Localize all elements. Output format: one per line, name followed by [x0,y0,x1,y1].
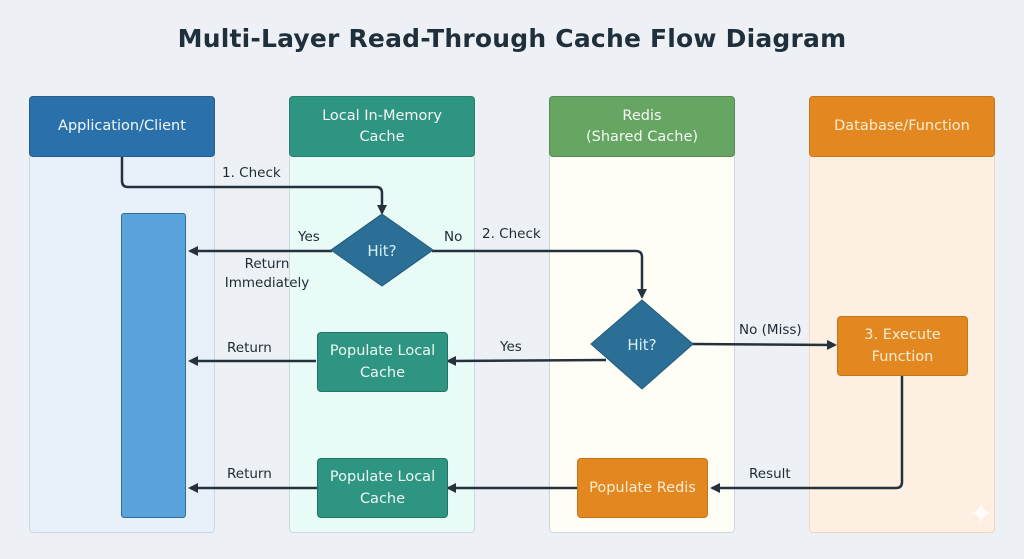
decision-local-hit [330,213,434,287]
diagram-title: Multi-Layer Read-Through Cache Flow Diag… [177,24,847,53]
arrow-result [710,376,904,493]
decision-redis-hit [590,299,694,390]
label-return-2: Return [227,466,272,482]
label-return-immediately: Return Immediately [224,256,310,291]
label-result: Result [749,466,791,482]
arrow-check-2 [432,249,647,299]
label-redis-yes: Yes [500,339,522,355]
lane-header-local-cache: Local In-Memory Cache [289,96,475,157]
label-return-1: Return [227,340,272,356]
lane-header-application-client: Application/Client [29,96,215,157]
label-check-2: 2. Check [482,226,541,242]
label-check-1: 1. Check [222,165,281,181]
arrow-redis-yes [446,355,607,366]
box-populate-local-cache-1: Populate Local Cache [317,332,448,392]
box-populate-local-cache-2: Populate Local Cache [317,458,448,518]
client-activation-bar [121,213,186,518]
lane-header-redis: Redis (Shared Cache) [549,96,735,157]
label-local-yes: Yes [298,229,320,245]
lane-header-database-function: Database/Function [809,96,995,157]
decision-local-hit-label: Hit? [367,242,396,260]
box-populate-redis: Populate Redis [577,458,708,518]
decision-redis-hit-label: Hit? [627,336,656,354]
lane-database-function: Database/Function [809,96,995,533]
label-redis-miss: No (Miss) [739,322,802,338]
label-local-no: No [444,229,463,245]
box-execute-function: 3. Execute Function [837,316,968,376]
arrow-redis-miss [691,339,837,350]
arrow-check-1 [120,157,387,215]
sparkle-icon [970,502,992,524]
